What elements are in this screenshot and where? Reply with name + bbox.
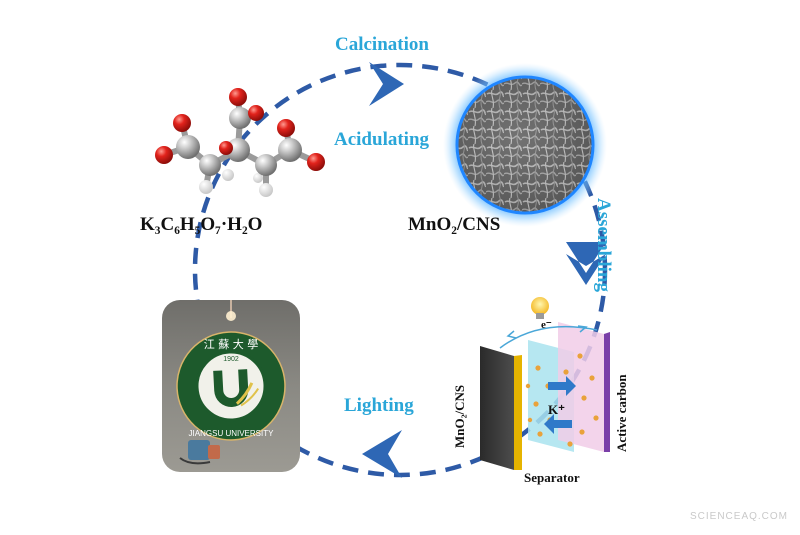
ion-arrow-right-icon [548, 376, 576, 396]
electron-label: e⁻ [541, 319, 552, 331]
battery-right-electrode-label: Active carbon [614, 374, 629, 452]
step-label-lighting: Lighting [344, 395, 414, 416]
battery-clip-icon [179, 440, 220, 465]
badge-ring-text: JIANGSU UNIVERSITY [189, 429, 275, 438]
precursor-formula: K₃C₆H₅O₇·H₂O [140, 214, 263, 235]
step-label-assembling: Assembling [593, 198, 614, 292]
arrow-calcination-icon [369, 62, 404, 106]
arrow-lighting-icon [362, 430, 402, 478]
step-label-acidulating: Acidulating [334, 129, 430, 150]
light-bulb-icon [531, 297, 549, 319]
badge-year: 1902 [223, 356, 239, 363]
product-formula: MnO₂/CNS [408, 214, 501, 235]
badge-chinese-text: 江 蘇 大 學 [204, 337, 259, 351]
step-label-calcination: Calcination [335, 34, 429, 55]
mno2-cns-sem-image [455, 75, 595, 215]
university-badge [176, 331, 286, 441]
arrow-assembling-icon [566, 242, 606, 285]
battery-left-electrode-label: MnO₂/CNS [452, 384, 467, 448]
ion-arrow-left-icon [544, 414, 572, 434]
lighting-demo-photo: 1902 江 蘇 大 學 JIANGSU UNIVERSITY [162, 300, 300, 472]
citrate-molecule-model [155, 88, 325, 197]
separator-label: Separator [524, 470, 580, 485]
battery-device [480, 297, 610, 470]
ion-label: K⁺ [548, 402, 565, 417]
watermark: SCIENCEAQ.COM [689, 511, 788, 522]
